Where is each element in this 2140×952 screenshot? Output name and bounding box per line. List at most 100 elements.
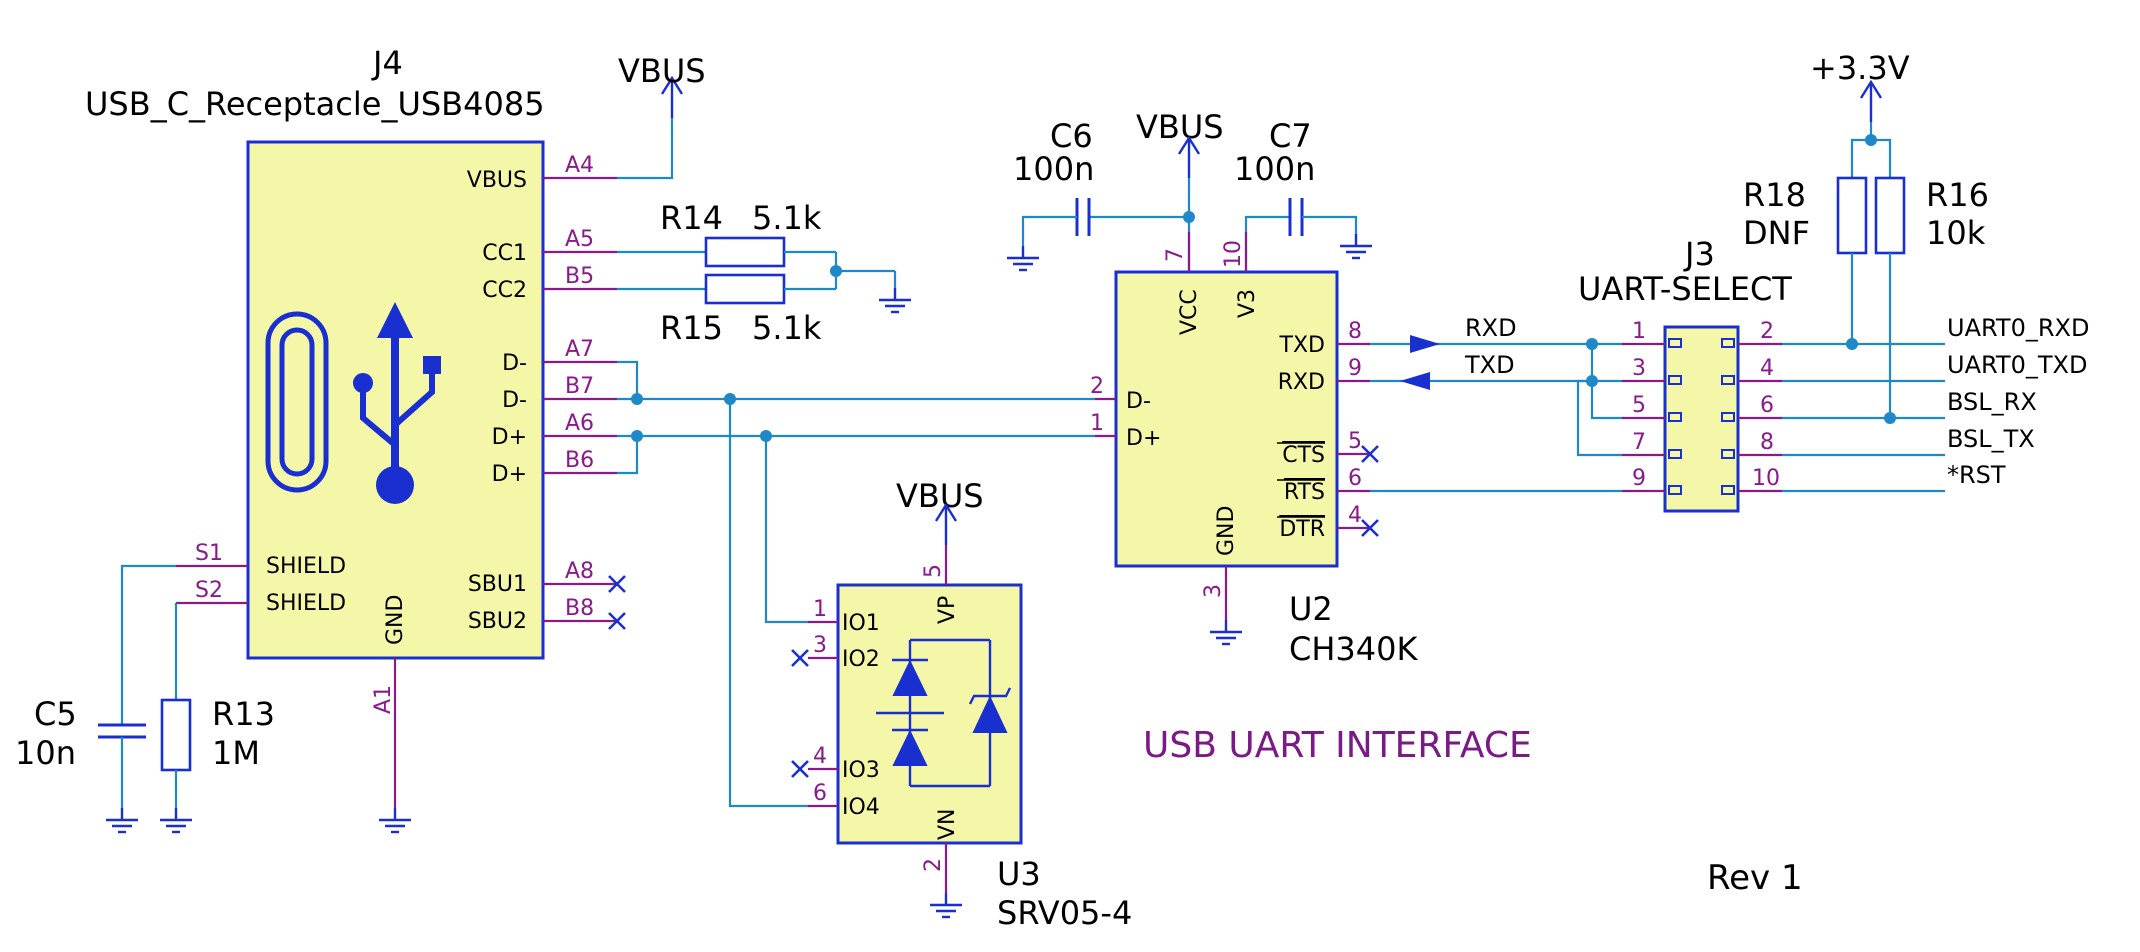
u3-pin-vn: VN (935, 808, 960, 840)
j4-usb-c-receptacle: J4 USB_C_Receptacle_USB4085 VBUS CC1 CC2… (85, 44, 627, 834)
u2-pin-rxd: RXD (1278, 370, 1325, 395)
j4-pin-dm1: D- (502, 351, 527, 376)
u2-pinno-cts: 5 (1348, 429, 1362, 454)
u3-pinno-vp: 5 (921, 564, 946, 578)
u3-pinno-io1: 1 (813, 597, 827, 622)
u2-pinno-v3: 10 (1221, 240, 1246, 268)
ground-icon (1208, 618, 1244, 646)
j4-pin-dm2: D- (502, 388, 527, 413)
j4-pinno-a7: A7 (565, 337, 594, 362)
u2-pin-cts: CTS (1282, 443, 1325, 468)
j3-pinno-8: 8 (1760, 430, 1774, 455)
u2-pin-dtr: DTR (1279, 517, 1325, 542)
j4-pin-shield1: SHIELD (266, 554, 346, 579)
net-label-txd: TXD (1464, 351, 1515, 379)
u2-pinno-rxd: 9 (1348, 356, 1362, 381)
j4-pin-sbu2: SBU2 (468, 609, 527, 634)
j3-body (1663, 325, 1740, 513)
no-connect-icon (790, 759, 810, 779)
u3-ref: U3 (997, 855, 1041, 893)
ground-icon (1338, 232, 1374, 260)
tvs-diode-array-icon (876, 638, 1012, 788)
u2-pinno-dp: 1 (1090, 411, 1104, 436)
c6-ref: C6 (1050, 117, 1093, 155)
r18-ref: R18 (1743, 176, 1806, 214)
u2-decoupling: VBUS C6 100n C7 100n (1005, 108, 1374, 272)
u2-value: CH340K (1289, 630, 1418, 668)
r14-ref: R14 (660, 199, 723, 237)
u2-pinno-dtr: 4 (1348, 503, 1362, 528)
j4-pinno-b7: B7 (565, 374, 594, 399)
u3-pin-vp: VP (935, 596, 960, 624)
j4-pinno-b5: B5 (565, 264, 594, 289)
r15-value: 5.1k (752, 309, 822, 347)
ground-icon (1005, 244, 1041, 272)
u2-ref: U2 (1289, 590, 1333, 628)
usb-data-lines (617, 360, 1095, 808)
v33-label: +3.3V (1810, 49, 1910, 87)
u2-pinno-dm: 2 (1090, 374, 1104, 399)
j3-pinno-1: 1 (1632, 319, 1646, 344)
ground-icon (877, 286, 913, 314)
j4-pinno-a6: A6 (565, 411, 594, 436)
vbus-label-u2: VBUS (1136, 108, 1224, 146)
j4-pin-shield2: SHIELD (266, 591, 346, 616)
shield-filter: C5 10n R13 1M (15, 564, 275, 834)
j4-pin-vbus: VBUS (467, 168, 527, 193)
j3-ref: J3 (1683, 235, 1715, 273)
j4-pin-cc2: CC2 (482, 278, 527, 303)
r15-body (704, 273, 786, 305)
u2-pinno-rts: 6 (1348, 466, 1362, 491)
j3-pinno-10: 10 (1752, 466, 1780, 491)
ground-icon (928, 891, 964, 919)
c5-ref: C5 (34, 695, 77, 733)
r13-body (160, 698, 192, 772)
r16-ref: R16 (1926, 176, 1989, 214)
j3-pinno-5: 5 (1632, 393, 1646, 418)
j3-pinno-4: 4 (1760, 356, 1774, 381)
j4-pinno-a5: A5 (565, 227, 594, 252)
u2-pin-dm: D- (1126, 389, 1151, 414)
j3-pinno-2: 2 (1760, 319, 1774, 344)
ground-icon (104, 806, 140, 834)
ground-icon (158, 806, 194, 834)
u3-pin-io4: IO4 (842, 795, 880, 820)
vbus-label-u3: VBUS (896, 477, 984, 515)
j4-pinno-b8: B8 (565, 596, 594, 621)
j3-uart-select: J3 UART-SELECT 1 2 3 4 5 6 7 8 9 10 (1578, 235, 1792, 513)
r16-body (1874, 176, 1906, 255)
net-label-bsl-tx: BSL_TX (1947, 425, 2035, 453)
u2-pinno-txd: 8 (1348, 319, 1362, 344)
c7-value: 100n (1234, 150, 1315, 188)
j4-pin-cc1: CC1 (482, 241, 527, 266)
u2-pinno-gnd: 3 (1201, 584, 1226, 598)
uart-lines: RXD TXD (1370, 314, 1622, 493)
u3-pin-io1: IO1 (842, 611, 880, 636)
u2-pin-rts: RTS (1284, 480, 1325, 505)
u3-pin-io3: IO3 (842, 758, 880, 783)
uart-output-nets: UART0_RXD UART0_TXD BSL_RX BSL_TX *RST (1782, 314, 2089, 493)
pullup-resistors: +3.3V R18 DNF R16 10k (1743, 49, 1989, 418)
u3-srv05-4: U3 SRV05-4 VBUS 5 VP 2 VN 1 3 4 6 IO1 IO… (790, 477, 1132, 932)
j4-pin-sbu1: SBU1 (468, 572, 527, 597)
net-label-rxd: RXD (1465, 314, 1517, 342)
c7-ref: C7 (1269, 117, 1312, 155)
u3-pinno-io3: 4 (813, 744, 827, 769)
u3-pinno-vn: 2 (921, 858, 946, 872)
j4-pin-gnd: GND (383, 595, 408, 645)
j4-pin-dp1: D+ (492, 425, 527, 450)
u3-pinno-io4: 6 (813, 781, 827, 806)
j3-value: UART-SELECT (1578, 270, 1792, 308)
c6-value: 100n (1013, 150, 1094, 188)
j4-pinno-b6: B6 (565, 448, 594, 473)
net-label-uart0-rxd: UART0_RXD (1947, 314, 2089, 342)
r16-value: 10k (1926, 214, 1986, 252)
u2-pin-v3: V3 (1235, 289, 1260, 318)
j3-pinno-3: 3 (1632, 356, 1646, 381)
j4-pinno-s2: S2 (195, 578, 223, 603)
u2-pin-vcc: VCC (1177, 289, 1202, 335)
r13-value: 1M (212, 734, 260, 772)
net-label-rst: *RST (1947, 461, 2006, 489)
sheet-title: USB UART INTERFACE (1143, 725, 1532, 766)
ground-icon (377, 806, 413, 834)
